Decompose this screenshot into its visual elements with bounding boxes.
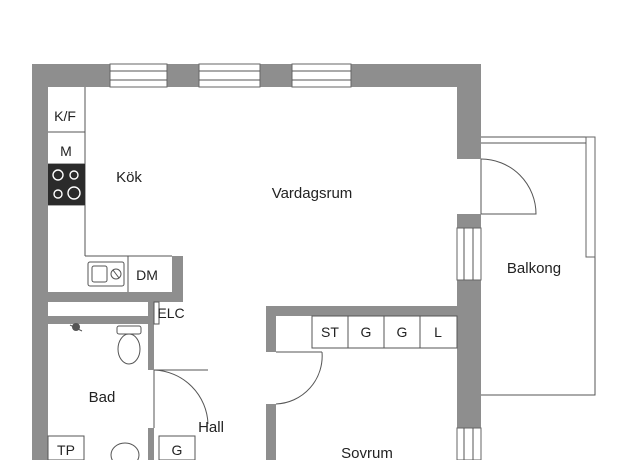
cooktop-icon (48, 164, 85, 205)
room-label-living: Vardagsrum (272, 185, 353, 202)
room-label-bedroom: Sovrum (341, 445, 393, 460)
wardrobe-st-label: ST (321, 324, 339, 340)
dryer-label: TP (57, 442, 75, 458)
hall-g-label: G (172, 442, 183, 458)
toilet-icon (116, 325, 142, 365)
fridge-freezer-label: K/F (54, 108, 76, 124)
windows (109, 63, 482, 460)
electric-cabinet-label: ELC (157, 305, 184, 321)
window-right-1 (456, 227, 482, 281)
wardrobe-l-label: L (434, 324, 442, 340)
kitchen-sink-icon (87, 261, 125, 287)
window-top-2 (198, 63, 261, 88)
wardrobe-g2-label: G (397, 324, 408, 340)
bedroom-door (275, 351, 323, 405)
microwave-label: M (60, 143, 72, 159)
wardrobe-row (311, 315, 458, 349)
balcony (480, 136, 596, 396)
dishwasher-label: DM (136, 267, 158, 283)
room-label-balcony: Balkong (507, 260, 561, 277)
bath-sink-icon (110, 442, 140, 460)
window-top-3 (291, 63, 352, 88)
room-label-hall: Hall (198, 419, 224, 436)
shower-head-icon (69, 323, 83, 332)
room-label-kitchen: Kök (116, 169, 142, 186)
bath-door (153, 369, 209, 428)
window-right-2 (456, 427, 482, 460)
room-label-bath: Bad (89, 389, 116, 406)
window-top-1 (109, 63, 168, 88)
bath-walls (48, 302, 154, 460)
exterior-walls (32, 64, 481, 460)
wardrobe-g1-label: G (361, 324, 372, 340)
bedroom-walls (266, 306, 457, 460)
